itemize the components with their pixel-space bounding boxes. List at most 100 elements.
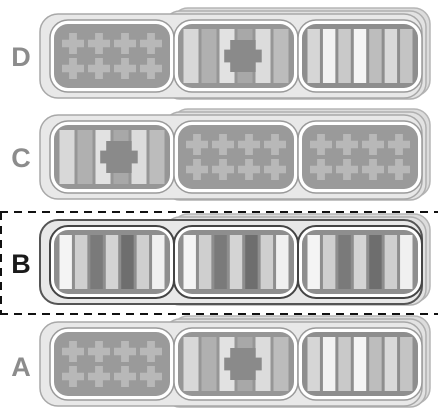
cross-horizontal	[264, 165, 286, 174]
cross-horizontal	[212, 165, 234, 174]
bar-segment	[260, 235, 274, 289]
bar-segment	[183, 337, 199, 391]
row-label-c: C	[11, 143, 31, 173]
cross-horizontal	[114, 372, 136, 381]
bar-segment	[90, 235, 103, 289]
bar-segment	[201, 337, 217, 391]
cross-horizontal	[140, 64, 162, 73]
bar-segment	[131, 130, 147, 184]
module-bars	[297, 225, 423, 299]
bar-segment	[338, 235, 351, 289]
bar-segment	[322, 235, 336, 289]
cross-horizontal	[212, 140, 234, 149]
bar-segment	[369, 235, 382, 289]
cross-horizontal	[224, 49, 262, 63]
bar-segment	[74, 235, 88, 289]
bar-segment	[384, 235, 398, 289]
bar-segment	[369, 337, 382, 391]
cross-horizontal	[388, 165, 410, 174]
module-mixed	[173, 19, 299, 93]
bar-segment	[214, 235, 227, 289]
cross-horizontal	[114, 64, 136, 73]
row-label-b: B	[11, 249, 31, 279]
module-bars	[297, 19, 423, 93]
cross-horizontal	[336, 165, 358, 174]
bar-segment	[255, 337, 271, 391]
bar-segment	[273, 29, 289, 83]
bar-segment	[121, 235, 134, 289]
bar-segment	[255, 29, 271, 83]
bar-segment	[136, 235, 150, 289]
cross-horizontal	[140, 39, 162, 48]
bar-segment	[105, 235, 119, 289]
bar-segment	[59, 235, 72, 289]
tray-row-b	[39, 213, 431, 306]
module-bars	[297, 327, 423, 401]
bar-segment	[183, 29, 199, 83]
tray-row-c	[39, 108, 431, 201]
row-label-d: D	[11, 42, 31, 72]
module-cross	[297, 120, 423, 194]
bar-segment	[77, 130, 93, 184]
module-bars	[49, 225, 175, 299]
tray-row-d	[39, 7, 431, 100]
cross-horizontal	[114, 39, 136, 48]
bar-segment	[353, 337, 367, 391]
bar-segment	[400, 337, 413, 391]
bar-segment	[149, 130, 165, 184]
cross-horizontal	[140, 372, 162, 381]
cross-horizontal	[310, 140, 332, 149]
bar-segment	[276, 235, 289, 289]
bar-segment	[322, 29, 336, 83]
row-label-a: A	[11, 352, 31, 382]
bar-segment	[183, 235, 196, 289]
bar-segment	[353, 235, 367, 289]
bar-segment	[400, 235, 413, 289]
bar-segment	[152, 235, 165, 289]
cross-horizontal	[310, 165, 332, 174]
module-bars	[173, 225, 299, 299]
cross-horizontal	[224, 357, 262, 371]
bar-segment	[338, 29, 351, 83]
bar-segment	[307, 235, 320, 289]
cross-horizontal	[186, 165, 208, 174]
cross-horizontal	[88, 39, 110, 48]
module-mixed	[173, 327, 299, 401]
cross-horizontal	[140, 347, 162, 356]
cross-horizontal	[88, 347, 110, 356]
cross-horizontal	[186, 140, 208, 149]
bar-segment	[384, 337, 398, 391]
cross-horizontal	[114, 347, 136, 356]
bar-segment	[245, 235, 258, 289]
bar-segment	[59, 130, 75, 184]
cross-horizontal	[88, 64, 110, 73]
bar-segment	[198, 235, 212, 289]
bar-segment	[307, 337, 320, 391]
bar-segment	[322, 337, 336, 391]
bar-segment	[338, 337, 351, 391]
tray-row-a	[39, 315, 431, 408]
cross-horizontal	[62, 39, 84, 48]
module-cross	[49, 19, 175, 93]
bar-segment	[229, 235, 243, 289]
bar-segment	[307, 29, 320, 83]
cross-horizontal	[62, 347, 84, 356]
cross-horizontal	[238, 140, 260, 149]
module-mixed	[49, 120, 175, 194]
cross-horizontal	[264, 140, 286, 149]
cross-horizontal	[62, 372, 84, 381]
cross-horizontal	[238, 165, 260, 174]
cross-horizontal	[62, 64, 84, 73]
bar-segment	[369, 29, 382, 83]
bar-segment	[384, 29, 398, 83]
cross-horizontal	[88, 372, 110, 381]
cross-horizontal	[362, 165, 384, 174]
bar-segment	[353, 29, 367, 83]
cross-horizontal	[336, 140, 358, 149]
bar-segment	[400, 29, 413, 83]
module-cross	[49, 327, 175, 401]
module-cross	[173, 120, 299, 194]
bar-segment	[201, 29, 217, 83]
